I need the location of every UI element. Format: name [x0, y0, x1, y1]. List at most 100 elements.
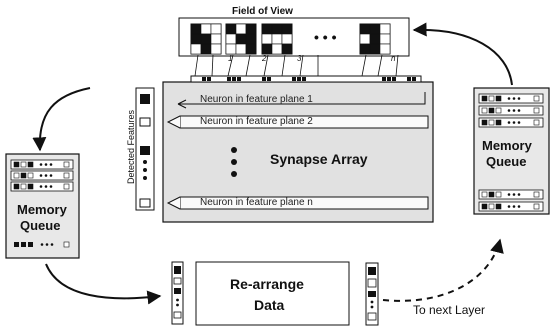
queue-cell	[13, 161, 20, 168]
fov-window	[261, 23, 293, 55]
fov-cell	[190, 43, 202, 55]
strip-cell	[407, 77, 411, 81]
strip-cell	[292, 77, 296, 81]
queue-cell	[488, 191, 495, 198]
fov-cell	[210, 23, 222, 35]
arrow-to-next-layer	[382, 238, 504, 302]
arrow-synapse-to-left-queue	[32, 87, 91, 152]
memory-queue-left-title-2: Queue	[20, 218, 61, 233]
queue-cell	[488, 119, 495, 126]
field-of-view-title: Field of View	[232, 6, 293, 17]
plane-label-2: Neuron in feature plane 2	[200, 116, 313, 127]
fov-cell	[245, 23, 257, 35]
queue-cell	[21, 242, 26, 247]
fov-cell	[281, 23, 293, 35]
ellipsis-dot	[231, 159, 237, 165]
feature-dot	[143, 176, 147, 180]
queue-cell	[488, 107, 495, 114]
queue-cell	[63, 241, 70, 248]
plane-label-n: Neuron in feature plane n	[200, 197, 313, 208]
arrow-right-queue-to-fov	[412, 22, 513, 86]
queue-cell	[481, 107, 488, 114]
queue-dot	[40, 243, 44, 246]
queue-cell	[20, 172, 27, 179]
queue-cell	[533, 191, 540, 198]
fov-cell	[200, 23, 212, 35]
queue-cell	[481, 119, 488, 126]
field-of-view-ellipsis: • • •	[314, 29, 337, 45]
queue-cell	[533, 107, 540, 114]
queue-dot	[50, 243, 54, 246]
fov-cell	[369, 23, 381, 35]
fov-cell	[359, 33, 371, 45]
strip-cell	[232, 77, 236, 81]
queue-cell	[481, 191, 488, 198]
fov-window	[225, 23, 257, 55]
fov-cell	[261, 23, 273, 35]
queue-dot	[507, 205, 511, 208]
plane-label-1: Neuron in feature plane 1	[200, 94, 313, 105]
queue-dot	[517, 97, 521, 100]
queue-dot	[44, 185, 48, 188]
memory-queue-left-title-1: Memory	[17, 202, 67, 217]
rearrange-data-box	[195, 261, 350, 326]
arrow-left-queue-to-rearrange	[45, 263, 162, 305]
connector-line	[361, 54, 367, 77]
detected-features-label: Detected Features	[126, 109, 136, 185]
synapse-array-title: Synapse Array	[270, 151, 368, 167]
fov-cell	[281, 43, 293, 55]
connector-line	[377, 54, 383, 77]
queue-dot	[512, 205, 516, 208]
fov-cell	[359, 43, 371, 55]
rearrange-title-1: Re-arrange	[230, 276, 304, 292]
fov-cell	[271, 33, 283, 45]
strip-cell	[227, 77, 231, 81]
queue-cell	[20, 183, 27, 190]
queue-row	[478, 201, 544, 212]
queue-row	[478, 189, 544, 200]
fov-cell	[225, 33, 237, 45]
queue-dot	[507, 193, 511, 196]
connector-line	[211, 54, 214, 77]
queue-row	[478, 93, 544, 104]
ellipsis-dot	[231, 147, 237, 153]
queue-dot	[517, 109, 521, 112]
queue-cell	[63, 183, 70, 190]
queue-cell	[63, 161, 70, 168]
fov-cell	[190, 23, 202, 35]
fov-cell	[369, 33, 381, 45]
strip-cell	[262, 77, 266, 81]
rearrange-title-2: Data	[254, 297, 285, 313]
ellipsis-dot	[231, 171, 237, 177]
fov-cell	[271, 43, 283, 55]
input-strip	[190, 75, 422, 83]
queue-cell	[495, 107, 502, 114]
fov-cell	[245, 33, 257, 45]
queue-dot	[44, 174, 48, 177]
queue-dot	[517, 193, 521, 196]
fov-index-3: 3	[297, 54, 302, 63]
connector-line	[299, 54, 304, 77]
queue-dot	[517, 205, 521, 208]
feature-cell-filled	[140, 146, 150, 155]
fov-window	[359, 23, 391, 55]
connector-line	[194, 54, 199, 77]
strip-cell	[202, 77, 206, 81]
fov-cell	[235, 23, 247, 35]
fov-cell	[210, 43, 222, 55]
fov-cell	[245, 43, 257, 55]
feature-dot	[143, 168, 147, 172]
queue-dot	[507, 97, 511, 100]
plane-arrow-2	[166, 115, 429, 129]
queue-cell	[28, 242, 33, 247]
plane-arrow-1	[177, 92, 426, 109]
queue-dot	[49, 185, 53, 188]
fov-window	[190, 23, 222, 55]
queue-cell	[13, 172, 20, 179]
queue-cell	[27, 172, 34, 179]
queue-cell	[495, 203, 502, 210]
queue-cell	[13, 183, 20, 190]
queue-cell	[488, 203, 495, 210]
strip-cell	[387, 77, 391, 81]
